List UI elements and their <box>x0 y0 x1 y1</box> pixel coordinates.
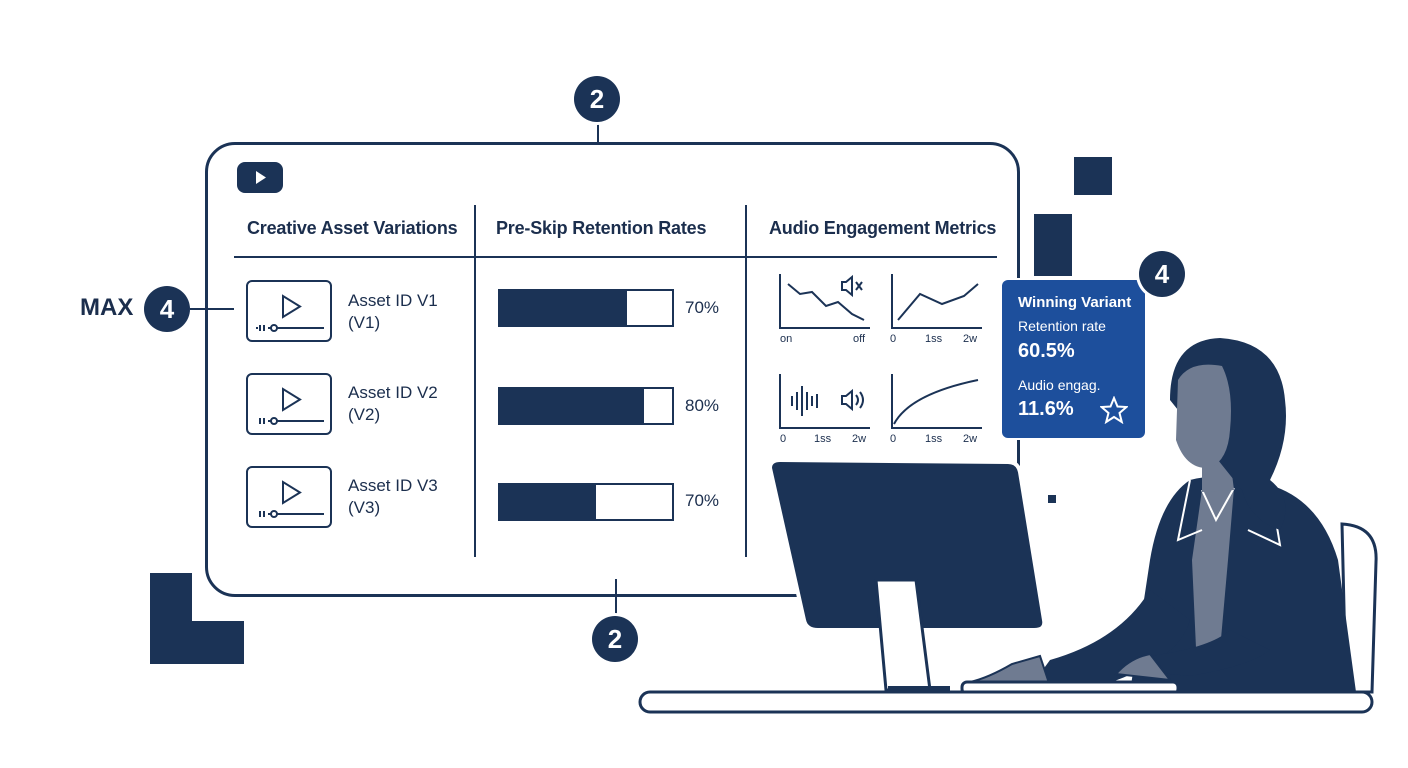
winning-variant-badge: 4 <box>1139 251 1185 297</box>
play-icon <box>259 480 324 518</box>
person-at-computer-illustration <box>638 338 1378 714</box>
bottom-badge: 2 <box>592 616 638 662</box>
axis-label: 1ss <box>814 433 832 445</box>
audio-chart-growth <box>891 274 982 329</box>
retention-fill <box>500 485 597 519</box>
star-icon[interactable] <box>1100 396 1128 424</box>
column-divider-1 <box>474 205 476 557</box>
audio-engagement-value: 11.6% <box>1018 398 1074 420</box>
asset-short: (V2) <box>348 405 381 424</box>
decor-l-shape <box>150 573 244 664</box>
axis-label: 1ss <box>925 333 943 345</box>
left-badge: 4 <box>144 286 190 332</box>
audio-engagement-label: Audio engag. <box>1018 377 1101 393</box>
max-label: MAX <box>80 294 134 321</box>
retention-bar-v1 <box>498 289 674 327</box>
retention-fill <box>500 291 628 325</box>
column-title-retention: Pre-Skip Retention Rates <box>496 218 707 238</box>
asset-id: Asset ID V1 <box>348 291 438 310</box>
mute-icon <box>841 274 863 298</box>
axis-label: 1ss <box>925 433 943 445</box>
asset-thumbnail-v1[interactable] <box>246 280 332 342</box>
asset-label-v3: Asset ID V3 (V3) <box>348 475 438 519</box>
winning-variant-card: Winning Variant Retention rate 60.5% Aud… <box>1002 280 1145 438</box>
asset-id: Asset ID V2 <box>348 383 438 402</box>
bottom-connector <box>615 579 617 619</box>
axis-label: 2w <box>963 333 978 345</box>
audio-chart-mute-trend <box>779 274 870 329</box>
waveform-icon <box>791 386 818 416</box>
retention-value-v2: 80% <box>685 396 720 415</box>
decor-dot <box>1048 495 1056 503</box>
retention-bar-v3 <box>498 483 674 521</box>
retention-bar-v2 <box>498 387 674 425</box>
youtube-play-icon <box>237 162 283 193</box>
retention-value-v3: 70% <box>685 491 720 510</box>
asset-id: Asset ID V3 <box>348 476 438 495</box>
column-title-assets: Creative Asset Variations <box>247 218 458 238</box>
asset-label-v2: Asset ID V2 (V2) <box>348 382 438 426</box>
asset-label-v1: Asset ID V1 (V1) <box>348 290 438 334</box>
axis-label: 0 <box>890 333 897 345</box>
column-title-audio: Audio Engagement Metrics <box>769 218 997 238</box>
retention-rate-value: 60.5% <box>1018 340 1075 362</box>
speaker-icon <box>841 388 864 412</box>
asset-short: (V1) <box>348 313 381 332</box>
decor-square-top <box>1074 157 1112 195</box>
axis-label: 2w <box>963 433 978 445</box>
retention-fill <box>500 389 645 423</box>
top-badge: 2 <box>574 76 620 122</box>
column-divider-2 <box>745 205 747 557</box>
axis-label: 2w <box>852 433 867 445</box>
axis-label: 0 <box>890 433 897 445</box>
header-divider <box>234 256 997 258</box>
decor-bar-right <box>1034 214 1072 276</box>
asset-thumbnail-v3[interactable] <box>246 466 332 528</box>
retention-rate-label: Retention rate <box>1018 318 1106 334</box>
play-icon <box>256 294 324 332</box>
play-icon <box>259 387 324 425</box>
audio-chart-waveform <box>779 374 870 429</box>
winning-variant-title: Winning Variant <box>1018 294 1132 311</box>
asset-short: (V3) <box>348 498 381 517</box>
axis-label: 0 <box>780 433 787 445</box>
asset-thumbnail-v2[interactable] <box>246 373 332 435</box>
axis-label: on <box>780 333 793 345</box>
audio-chart-curve <box>891 374 982 429</box>
retention-value-v1: 70% <box>685 298 720 317</box>
left-connector <box>190 308 234 310</box>
axis-label: off <box>853 333 866 345</box>
